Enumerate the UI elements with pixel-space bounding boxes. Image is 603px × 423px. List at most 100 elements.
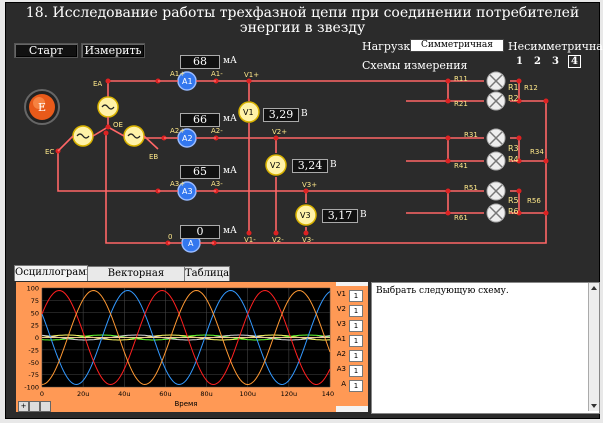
v1-minus-label: V1-: [244, 236, 256, 244]
legend-series-name: V1: [336, 290, 346, 298]
circuit-diagram: E EA OE EC EB: [24, 71, 549, 253]
plot-toolbar: +: [18, 401, 52, 412]
source-emf-icon: [24, 89, 60, 125]
r31-label: R31: [464, 131, 478, 139]
legend-multiplier-input[interactable]: 1: [349, 350, 363, 362]
ammeter-a-unit: мА: [223, 226, 237, 236]
legend-multiplier-input[interactable]: 1: [349, 335, 363, 347]
voltmeter-v3-reading: 3,17: [322, 209, 358, 223]
lamp-r5-icon: [486, 181, 506, 201]
tab-table[interactable]: Таблица: [184, 266, 230, 281]
r21-label: R21: [454, 100, 468, 108]
scheme-1-tab[interactable]: 1: [516, 56, 523, 67]
v3-plus-label: V3+: [302, 181, 318, 189]
phase-generators: [57, 96, 159, 152]
r41-label: R41: [454, 162, 468, 170]
ammeter-a1-unit: мА: [223, 56, 237, 66]
y-tick-label: -100: [24, 384, 39, 392]
voltmeter-v1-reading: 3,29: [263, 108, 299, 122]
legend-multiplier-input[interactable]: 1: [349, 365, 363, 377]
a-plus-label: 0: [168, 233, 173, 241]
message-text: Выбрать следующую схему.: [376, 286, 509, 296]
voltmeter-v2-name: V2: [270, 161, 281, 170]
resistor-lamps: [486, 71, 506, 223]
message-scrollbar[interactable]: [588, 283, 599, 411]
tab-oscillogram[interactable]: Осциллограмма: [14, 265, 100, 281]
front-panel: 18. Исследование работы трехфазной цепи …: [5, 2, 603, 419]
scheme-4-tab[interactable]: 4: [568, 55, 581, 68]
y-tick-label: -50: [28, 359, 39, 367]
a3-plus-label: A3+: [170, 180, 186, 188]
tab-vector-diagram[interactable]: Векторная диаграмма: [87, 266, 185, 293]
ammeter-a2-reading: 66: [180, 113, 220, 127]
load-asymmetric-option[interactable]: Несимметричная: [508, 40, 603, 53]
voltmeter-v3-icon: [295, 204, 317, 226]
start-button[interactable]: Старт: [14, 43, 78, 58]
ammeter-a1-name: A1: [182, 77, 193, 86]
oe-label: OE: [113, 121, 123, 129]
series-line-a3: [41, 289, 331, 386]
x-axis-label: Время: [174, 400, 197, 408]
r61-label: R61: [454, 214, 468, 222]
ammeter-a3-unit: мА: [223, 166, 237, 176]
legend-series-name: V2: [336, 305, 346, 313]
legend-series-name: A3: [336, 365, 346, 373]
x-tick-labels: 020u40u60u80u100u120u140u: [40, 390, 336, 398]
legend-multiplier-input[interactable]: 1: [349, 290, 363, 302]
x-tick-label: 40u: [118, 390, 130, 398]
lamp-r3-icon: [486, 128, 506, 148]
legend-multiplier-input[interactable]: 1: [349, 320, 363, 332]
a2-minus-label: A2-: [211, 127, 223, 135]
lamp-r2-icon: [486, 91, 506, 111]
zoom-icon[interactable]: [29, 401, 40, 412]
y-tick-label: -25: [28, 346, 39, 354]
y-tick-label: 50: [31, 309, 39, 317]
eb-label: EB: [149, 153, 158, 161]
r34-label: R34: [530, 148, 544, 156]
scheme-2-tab[interactable]: 2: [534, 56, 541, 67]
lamp-r1-icon: [486, 71, 506, 91]
legend-series-name: V3: [336, 320, 346, 328]
legend-multiplier-input[interactable]: 1: [349, 380, 363, 392]
scroll-down-icon[interactable]: [591, 404, 597, 408]
ammeter-a3-name: A3: [182, 187, 193, 196]
ammeter-a1-reading: 68: [180, 55, 220, 69]
y-tick-label: 0: [35, 334, 39, 342]
r3-label: R3: [508, 144, 519, 153]
pan-icon[interactable]: [40, 401, 51, 412]
y-tick-label: 100: [27, 285, 39, 293]
x-tick-label: 80u: [200, 390, 212, 398]
lamp-r4-icon: [486, 151, 506, 171]
r2-label: R2: [508, 94, 519, 103]
scheme-3-tab[interactable]: 3: [552, 56, 559, 67]
page-title: 18. Исследование работы трехфазной цепи …: [25, 5, 580, 21]
series-line-v3: [41, 334, 331, 341]
page-subtitle: энергии в звезду: [239, 20, 366, 36]
legend-series-name: A: [341, 380, 346, 388]
v3-minus-label: V3-: [302, 236, 314, 244]
ammeter-a3-reading: 65: [180, 165, 220, 179]
x-tick-label: 60u: [159, 390, 171, 398]
r1-label: R1: [508, 83, 519, 92]
legend-series-name: A2: [336, 350, 346, 358]
y-tick-label: 75: [31, 297, 39, 305]
load-symmetric-option[interactable]: Симметричная: [410, 39, 504, 52]
r51-label: R51: [464, 184, 478, 192]
scroll-up-icon[interactable]: [591, 286, 597, 290]
ammeter-a-reading: 0: [180, 225, 220, 239]
r6-label: R6: [508, 207, 519, 216]
r56-label: R56: [527, 197, 541, 205]
ea-label: EA: [93, 80, 102, 88]
crosshair-icon[interactable]: +: [18, 401, 29, 412]
legend-series-name: A1: [336, 335, 346, 343]
chart-series: [41, 289, 331, 386]
measure-button[interactable]: Измерить: [81, 43, 145, 58]
legend-multiplier-input[interactable]: 1: [349, 305, 363, 317]
